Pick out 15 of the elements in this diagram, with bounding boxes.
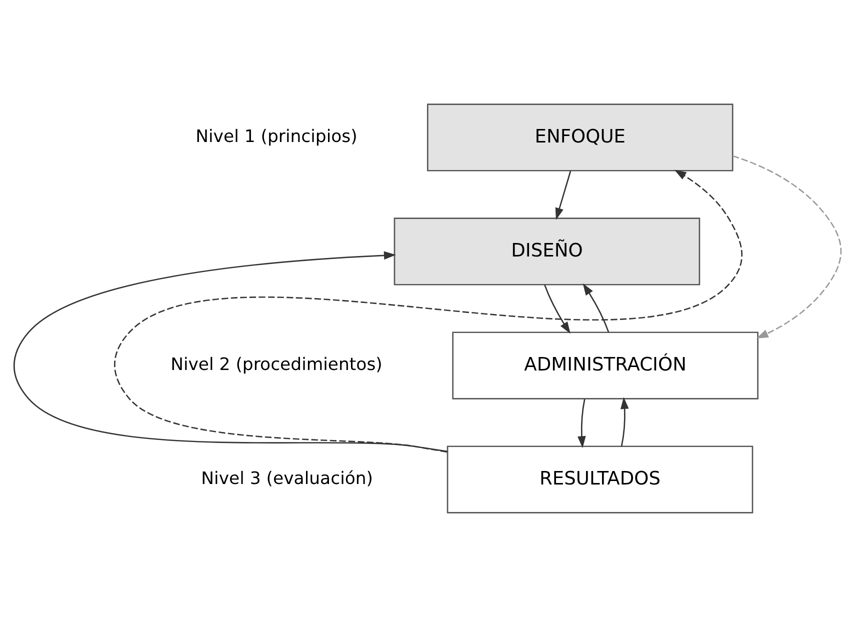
arrow [544,284,570,334]
node-box: ENFOQUE [426,104,734,172]
arrow [555,170,572,220]
arrow [582,283,610,332]
label: Nivel 2 (procedimientos) [170,355,382,376]
node-box: RESULTADOS [446,446,754,514]
label: Nivel 1 (principios) [196,126,358,147]
label: Nivel 3 (evaluación) [201,469,374,490]
arrow [114,170,742,453]
arrow [14,251,448,452]
arrow [732,155,842,338]
arrow [578,398,586,448]
node-box: DISEÑO [394,218,700,286]
node-box: ADMINISTRACIÓN [452,332,758,400]
arrow [620,397,629,446]
